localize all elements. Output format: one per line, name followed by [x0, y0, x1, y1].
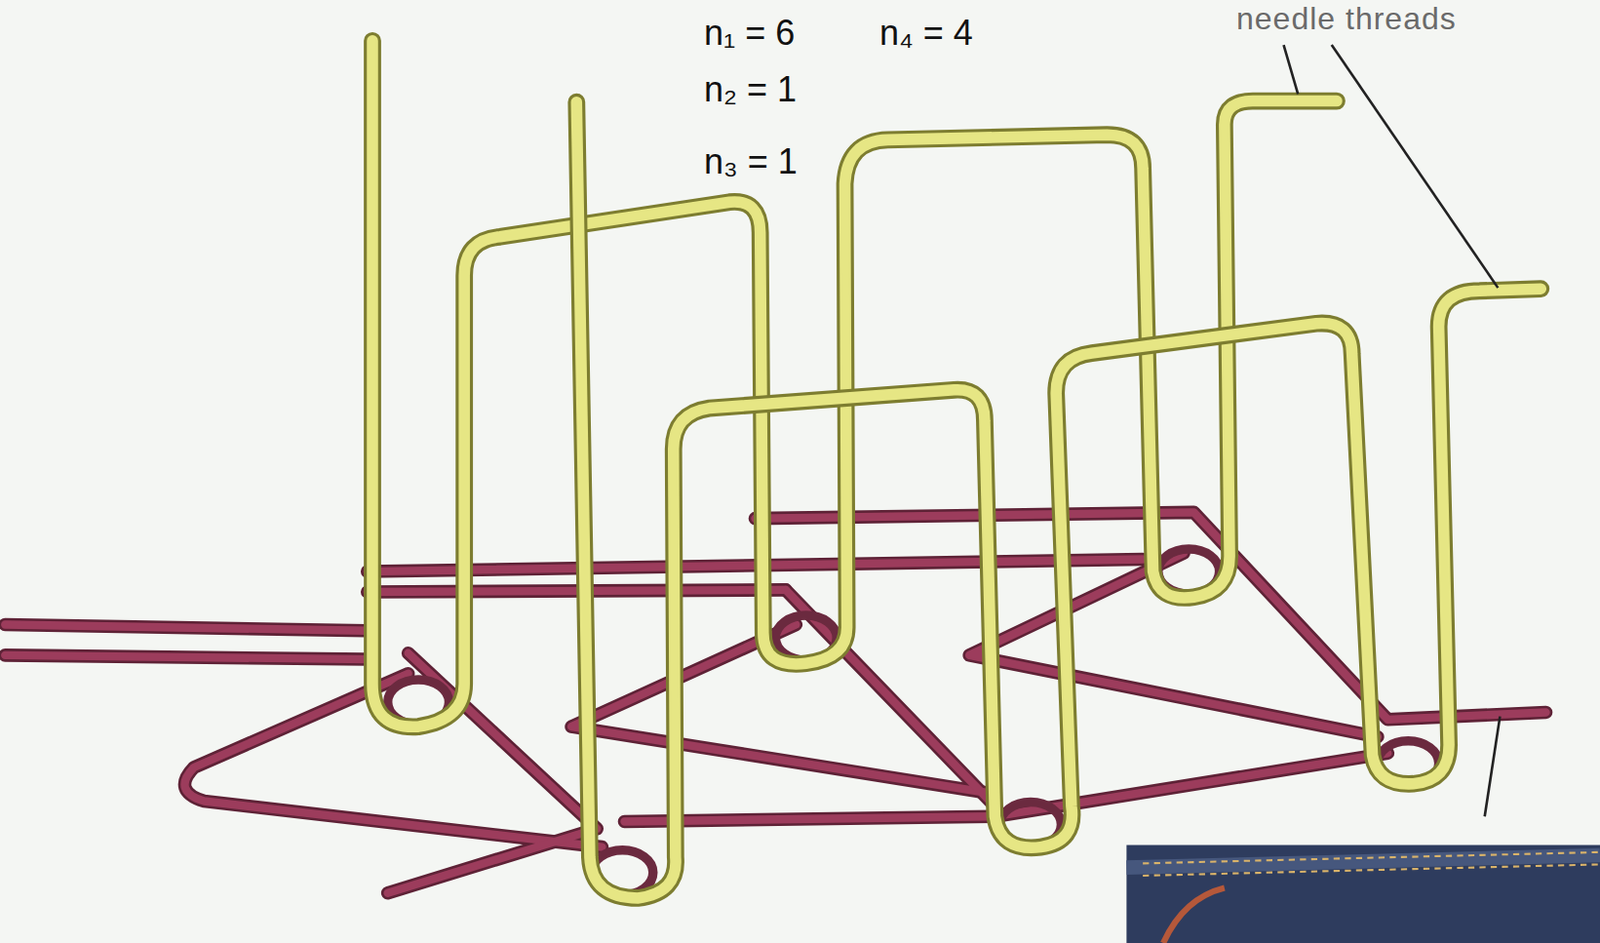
stitch-count: n₂ = 1 — [703, 70, 797, 110]
thread-label: needle threads — [1236, 1, 1457, 37]
stitch-count: n₃ = 1 — [703, 142, 798, 182]
stitch-count: n₄ = 4 — [879, 13, 974, 53]
stitch-count: n₁ = 6 — [703, 13, 795, 53]
